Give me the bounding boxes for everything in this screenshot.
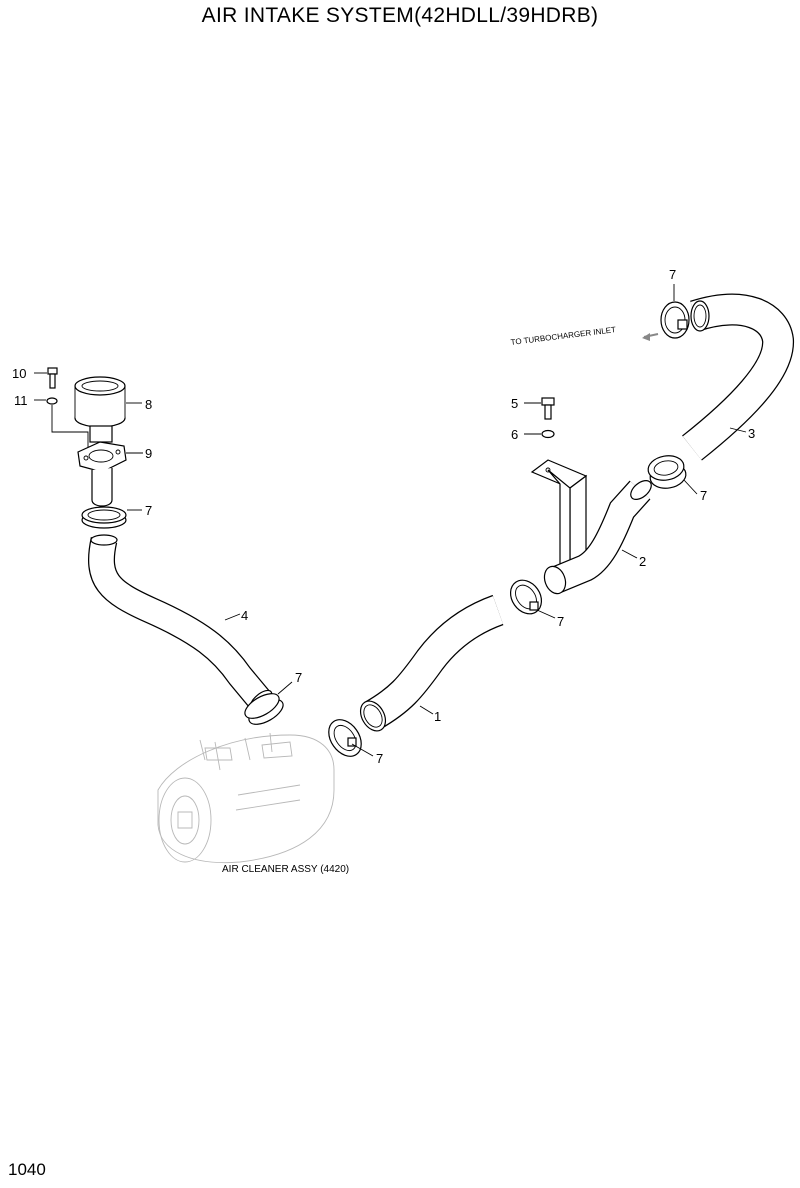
- turbo-direction-arrow: [642, 333, 659, 341]
- callout-7-middle: 7: [557, 614, 564, 629]
- bolt-5: [541, 397, 555, 420]
- pre-cleaner-8: [74, 376, 126, 428]
- support-bracket: [530, 459, 588, 574]
- callout-7-right: 7: [700, 488, 707, 503]
- page-title: AIR INTAKE SYSTEM(42HDLL/39HDRB): [201, 4, 599, 27]
- washer-11: [46, 397, 58, 405]
- adapter-9: [77, 425, 127, 507]
- hose-2: [543, 480, 652, 595]
- page-number: 1040: [8, 1160, 46, 1179]
- hose-1: [359, 594, 504, 732]
- callout-11: 11: [14, 393, 28, 408]
- callout-7-left-top: 7: [145, 503, 152, 518]
- hose-clamp-7-right: [647, 455, 687, 489]
- hose-clamp-7-left-top: [81, 506, 127, 529]
- callout-2: 2: [639, 554, 646, 569]
- callout-3: 3: [748, 426, 755, 441]
- washer-6: [541, 429, 555, 439]
- air-cleaner-assy-ghost: [157, 732, 335, 864]
- hose-clamp-7-left-bottom: [244, 693, 284, 725]
- callout-6: 6: [511, 427, 518, 442]
- callout-5: 5: [511, 396, 518, 411]
- callout-9: 9: [145, 446, 152, 461]
- callout-7-top: 7: [669, 267, 676, 282]
- hose-4: [88, 534, 273, 711]
- callout-1: 1: [434, 709, 441, 724]
- hose-clamp-7-top: [660, 301, 690, 339]
- callout-4: 4: [241, 608, 248, 623]
- bolt-10: [47, 367, 58, 389]
- turbo-inlet-note: TO TURBOCHARGER INLET: [510, 325, 616, 347]
- callout-7-middle-bottom: 7: [376, 751, 383, 766]
- callout-10: 10: [12, 366, 26, 381]
- hose-clamp-7-middle: [509, 579, 543, 615]
- hose-3: [682, 293, 794, 461]
- hose-clamp-7-middle-bottom: [328, 719, 362, 757]
- air-cleaner-note: AIR CLEANER ASSY (4420): [222, 864, 349, 875]
- callout-8: 8: [145, 397, 152, 412]
- callout-7-left-bottom: 7: [295, 670, 302, 685]
